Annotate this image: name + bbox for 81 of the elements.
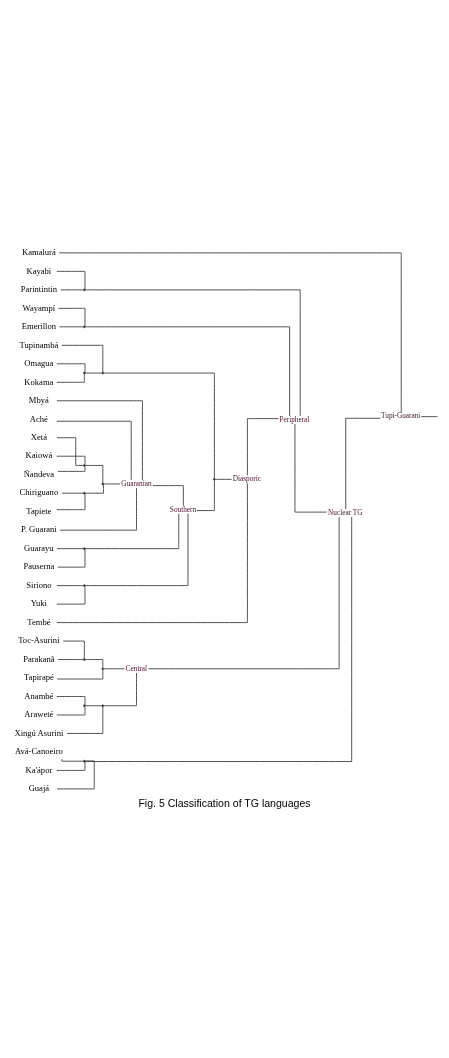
node-text: Omagua <box>24 357 54 368</box>
connector <box>56 420 132 480</box>
node-point <box>83 288 86 291</box>
node-text: Tupinambá <box>19 339 59 350</box>
node-text: Tapiete <box>26 505 52 516</box>
connector <box>84 658 104 668</box>
connector <box>196 479 215 511</box>
node-text: Parintintin <box>20 283 57 294</box>
node-text: Mbyá <box>28 394 49 405</box>
node-text: Araweté <box>24 708 54 719</box>
node-text: Ñandeva <box>23 468 55 479</box>
node-text: Aché <box>29 413 48 423</box>
connector <box>148 516 340 669</box>
node-text: Guarayu <box>24 542 54 553</box>
connector <box>420 415 438 417</box>
node-point <box>83 491 86 494</box>
connector <box>56 669 104 679</box>
node-text: Kaiowá <box>25 449 53 460</box>
node-text: Kayabi <box>26 265 52 276</box>
node-text: Avá-Canoeiro <box>14 745 63 756</box>
node-point <box>101 703 105 707</box>
node-point <box>83 759 86 762</box>
connector <box>85 512 189 586</box>
connector <box>214 478 232 480</box>
node-text: Anambé <box>24 690 54 701</box>
connector <box>57 658 84 660</box>
connector <box>58 307 86 326</box>
connector <box>103 672 137 706</box>
node-text: Siriono <box>26 579 52 590</box>
node-point <box>101 667 105 670</box>
connector <box>56 493 86 510</box>
connector <box>84 704 103 706</box>
connector <box>56 547 84 549</box>
node-point <box>83 546 86 550</box>
node-text: Yuki <box>30 597 47 608</box>
node-point <box>83 463 86 467</box>
connector <box>56 482 248 623</box>
connector <box>85 512 180 549</box>
node-point <box>83 325 86 328</box>
connector <box>103 483 121 484</box>
caption: Fig. 5 Classification of TG languages <box>138 796 311 809</box>
node-point <box>101 371 105 374</box>
node-text: Parakanã <box>23 653 55 664</box>
connector <box>103 372 215 479</box>
connector <box>59 487 137 531</box>
connector <box>61 492 84 494</box>
connector <box>62 640 85 659</box>
node-text: P. Guarani <box>21 523 57 534</box>
connector <box>56 584 84 586</box>
connector <box>103 667 125 669</box>
connector <box>57 548 86 568</box>
node-text: Xingú Asurini <box>14 727 64 738</box>
node-text: Ka'ápor <box>25 764 53 775</box>
node-point <box>83 657 86 661</box>
node-text: Xetá <box>30 431 47 442</box>
node-point <box>213 477 216 481</box>
node-text: Pauserna <box>23 560 55 571</box>
connector <box>66 706 104 734</box>
connector <box>246 417 279 476</box>
node-text: Toc-Asurini <box>18 634 60 645</box>
node-text: Wayampí <box>22 302 56 313</box>
connector <box>56 399 143 480</box>
node-text: Tembé <box>27 616 51 627</box>
connector <box>152 484 184 506</box>
node-text: Kamalurá <box>21 246 56 257</box>
connector <box>56 585 86 605</box>
node-point <box>83 371 86 374</box>
node-text: Chiriguano <box>19 486 59 497</box>
node-point <box>101 482 105 485</box>
node-point <box>83 703 86 707</box>
connector <box>85 483 104 494</box>
node-text: Guajá <box>28 782 50 793</box>
node-text: Emerillon <box>21 320 57 331</box>
connector <box>56 695 86 705</box>
connector <box>58 251 402 413</box>
connector <box>59 325 84 327</box>
node-text: Tapirapé <box>23 671 54 682</box>
node-text: Kokama <box>24 376 54 387</box>
connector <box>56 705 86 715</box>
node-point <box>83 583 86 587</box>
connector <box>345 417 381 509</box>
